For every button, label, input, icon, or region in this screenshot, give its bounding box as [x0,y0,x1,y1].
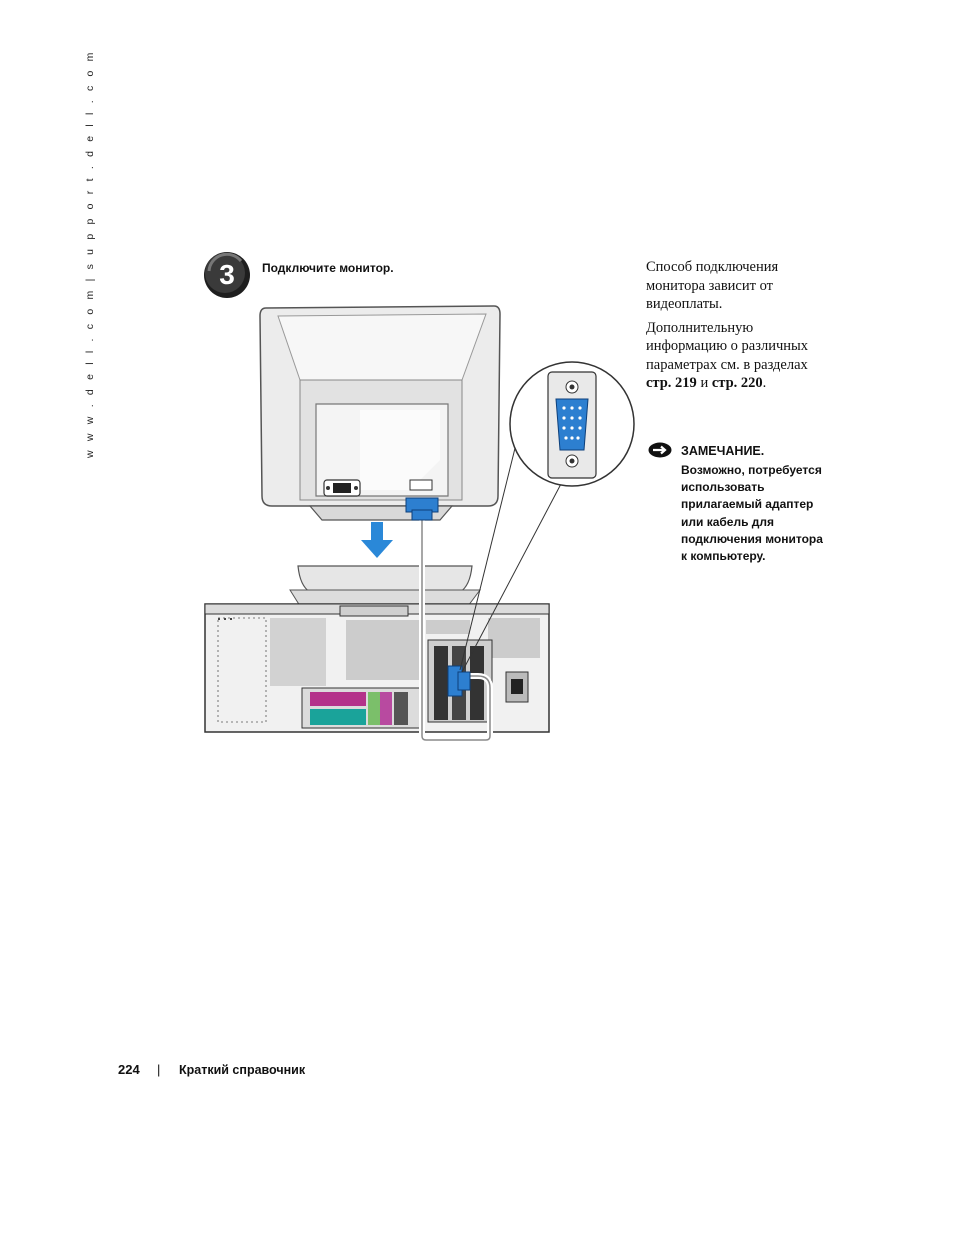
notice-icon [648,442,672,458]
computer-back [204,603,550,733]
body-paragraph-1: Способ подключения монитора зависит от в… [646,259,779,312]
page-number: 224 [118,1062,140,1077]
monitor-back [259,305,501,521]
vga-plug-computer-icon [447,665,471,697]
step-number: 3 [219,259,235,290]
vga-port-callout [459,361,635,673]
monitor-stand [289,565,481,607]
page-ref-219: стр. 219 [646,375,697,391]
video-cable [419,510,493,743]
notice-title: ЗАМЕЧАНИЕ. [681,444,765,458]
step-badge-icon: 3 [204,252,250,298]
monitor-connection-illustration [204,305,635,743]
body-text: Способ подключения монитора зависит от в… [646,258,821,398]
conjunction: и [696,375,712,391]
footer-section-title: Краткий справочник [179,1063,306,1077]
body-paragraph-2-text: Дополнительную информацию о различных па… [646,319,809,373]
body-paragraph-2: Дополнительную информацию о различных па… [646,319,821,393]
page-ref-220: стр. 220 [711,375,763,391]
side-url: w w w . d e l l . c o m | s u p p o r t … [84,49,96,458]
notice-text: Возможно, потребуется использовать прила… [681,463,823,564]
down-arrow-icon [361,522,393,558]
footer-separator: | [157,1062,161,1077]
vga-plug-monitor-icon [405,497,439,521]
period: . [762,375,767,391]
step-title: Подключите монитор. [262,261,394,275]
